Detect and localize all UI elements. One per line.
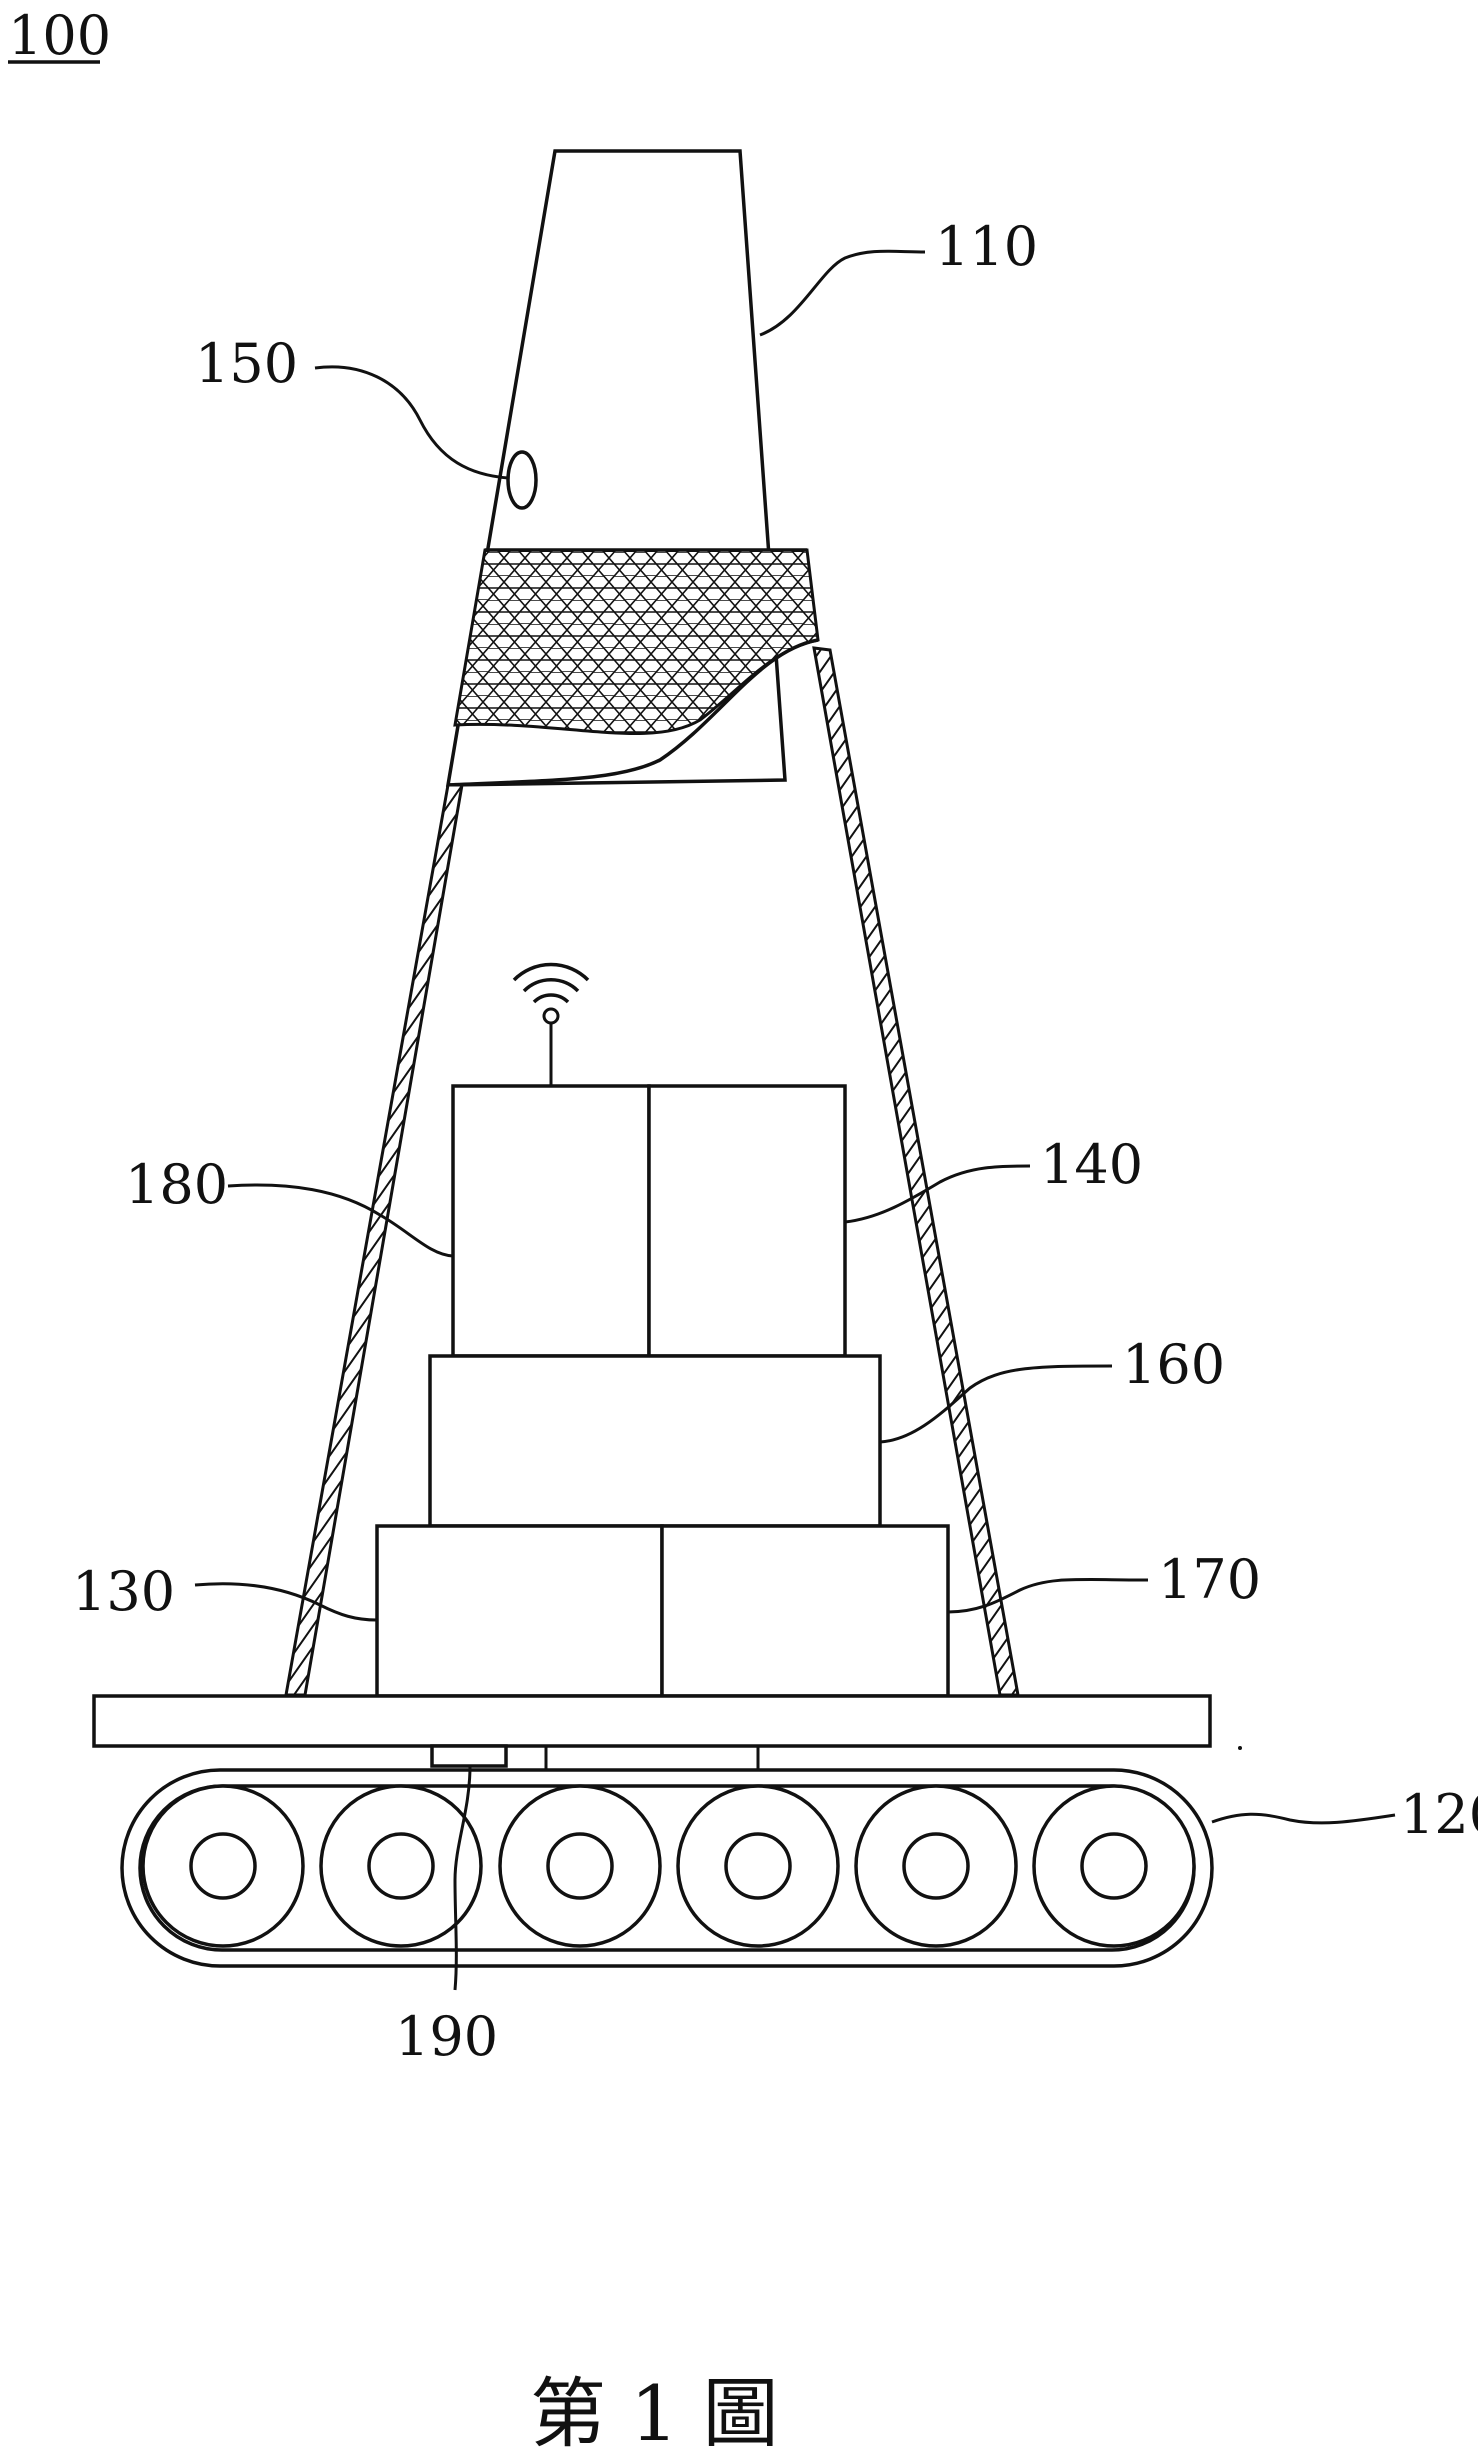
cone-110	[445, 149, 820, 787]
leader-170	[947, 1577, 1149, 1614]
module-160	[428, 1354, 882, 1528]
assembly-ref-label: 100	[8, 4, 111, 67]
module-140	[647, 1084, 847, 1358]
leader-130	[194, 1582, 378, 1622]
ref-170: 170	[1158, 1548, 1261, 1611]
ref-110: 110	[935, 215, 1038, 278]
ref-150: 150	[195, 332, 298, 395]
ref-190: 190	[395, 2005, 498, 2068]
leader-120	[1211, 1812, 1396, 1825]
track-wheels	[141, 1784, 1196, 1948]
device-190	[430, 1744, 508, 1768]
ref-120: 120	[1400, 1783, 1478, 1846]
leader-110	[759, 249, 926, 337]
ref-160: 160	[1122, 1333, 1225, 1396]
base-platform	[92, 1694, 1212, 1748]
module-170	[660, 1524, 950, 1698]
ref-180: 180	[125, 1153, 228, 1216]
figure-caption: 第 1 圖	[530, 2369, 779, 2458]
track-120	[120, 1768, 1214, 1968]
antenna-icon	[512, 962, 590, 1085]
leader-150	[314, 365, 509, 480]
leader-lines	[194, 249, 1396, 1991]
ref-140: 140	[1040, 1133, 1143, 1196]
sensor-150	[506, 450, 538, 510]
module-180	[451, 1084, 651, 1358]
leader-140	[844, 1164, 1031, 1224]
assembly-ref-100: 100	[8, 4, 111, 67]
ref-130: 130	[72, 1560, 175, 1623]
leader-180	[227, 1183, 454, 1258]
leader-160	[879, 1364, 1113, 1444]
leader-190	[453, 1765, 472, 1991]
module-130	[375, 1524, 664, 1698]
